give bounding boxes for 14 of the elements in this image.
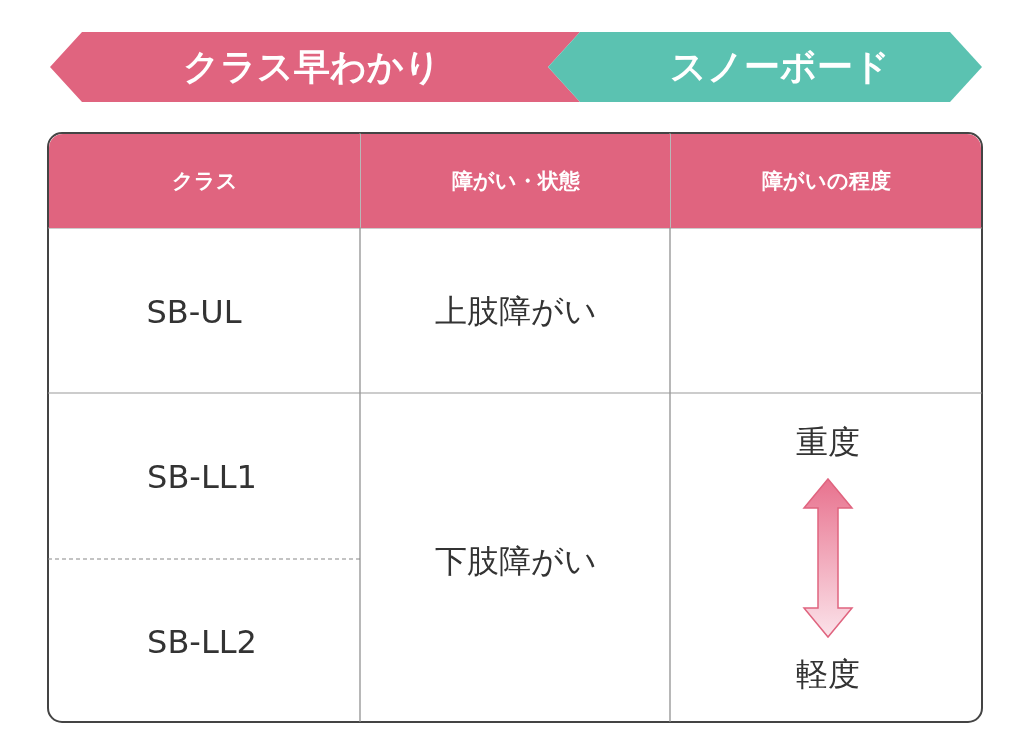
cell-text: 下肢障がい bbox=[435, 541, 597, 582]
header-cell: クラス bbox=[49, 134, 360, 228]
cell-text: SB-LL2 bbox=[147, 623, 257, 661]
banner bbox=[50, 32, 580, 102]
banner bbox=[548, 32, 982, 102]
cell-text: 軽度 bbox=[796, 654, 860, 695]
banner-title: スノーボード bbox=[670, 44, 890, 89]
header-cell: 障がいの程度 bbox=[671, 134, 981, 228]
cell-text: SB-LL1 bbox=[147, 458, 257, 496]
cell-text: SB-UL bbox=[146, 293, 242, 331]
header-cell: 障がい・状態 bbox=[361, 134, 670, 228]
cell-text: 上肢障がい bbox=[435, 291, 597, 332]
cell-text: 重度 bbox=[796, 422, 860, 463]
banner-title: クラス早わかり bbox=[183, 44, 441, 89]
